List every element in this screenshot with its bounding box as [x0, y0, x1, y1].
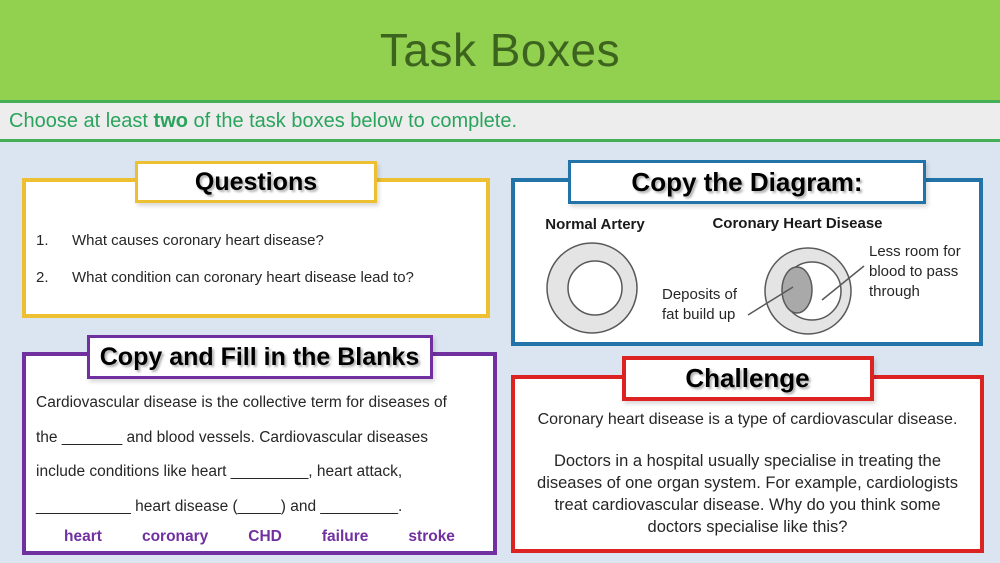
challenge-paragraph: Doctors in a hospital usually specialise…: [537, 452, 958, 536]
word-bank-item: failure: [321, 528, 369, 545]
fill-blanks-text: Cardiovascular disease is the collective…: [26, 356, 493, 524]
deposits-annotation: Deposits of fat build up: [662, 286, 738, 323]
less-room-annotation: Less room for blood to pass through: [869, 243, 961, 300]
questions-list: 1. What causes coronary heart disease? 2…: [26, 182, 486, 286]
fill-blanks-line: the _______ and blood vessels. Cardiovas…: [36, 428, 429, 446]
challenge-title: Challenge: [685, 363, 810, 393]
instruction-emphasis: two: [153, 109, 188, 132]
challenge-text: Coronary heart disease is a type of card…: [515, 379, 980, 538]
questions-title: Questions: [194, 167, 318, 196]
slide-header: Task Boxes: [0, 0, 1000, 100]
questions-box: Questions 1. What causes coronary heart …: [22, 161, 490, 318]
fat-deposit-ellipse: [781, 266, 813, 314]
challenge-title-box: Challenge: [621, 356, 874, 401]
fill-blanks-line: ___________ heart disease (_____) and __…: [36, 497, 403, 515]
less-room-pointer-line: [821, 265, 865, 301]
word-bank-item: CHD: [248, 528, 282, 545]
copy-diagram-title: Copy the Diagram:: [631, 166, 863, 197]
fill-blanks-title-box: Copy and Fill in the Blanks: [86, 335, 433, 379]
normal-artery-label: Normal Artery: [545, 216, 645, 233]
word-bank-item: heart: [64, 528, 102, 545]
word-bank-item: coronary: [141, 528, 209, 545]
copy-diagram-title-box: Copy the Diagram:: [568, 160, 926, 204]
question-item: 2. What condition can coronary heart dis…: [26, 269, 486, 286]
fill-blanks-line: Cardiovascular disease is the collective…: [36, 394, 447, 411]
artery-diagram: Normal Artery Coronary Heart Disease Dep…: [515, 182, 979, 342]
page-title: Task Boxes: [379, 24, 621, 76]
question-item: 1. What causes coronary heart disease?: [26, 232, 486, 249]
questions-title-box: Questions: [135, 161, 377, 203]
question-text: What causes coronary heart disease?: [72, 232, 324, 249]
fill-blanks-line: include conditions like heart _________,…: [36, 463, 403, 480]
copy-diagram-box: Copy the Diagram: Normal Artery Coronary…: [511, 160, 983, 346]
deposits-pointer-line: [747, 286, 794, 316]
word-bank: heart coronary CHD failure stroke: [26, 528, 493, 546]
normal-artery-lumen: [567, 260, 623, 316]
question-number: 2.: [36, 269, 49, 286]
challenge-box: Challenge Coronary heart disease is a ty…: [511, 356, 984, 553]
chd-label: Coronary Heart Disease: [712, 215, 883, 232]
instruction-suffix: of the task boxes below to complete.: [187, 109, 518, 132]
question-text: What condition can coronary heart diseas…: [72, 269, 414, 286]
question-number: 1.: [36, 232, 49, 249]
instruction-prefix: Choose at least: [9, 109, 154, 132]
fill-blanks-title: Copy and Fill in the Blanks: [99, 342, 420, 371]
fill-blanks-box: Copy and Fill in the Blanks Cardiovascul…: [22, 335, 497, 555]
word-bank-item: stroke: [408, 528, 455, 545]
challenge-paragraph: Coronary heart disease is a type of card…: [537, 411, 958, 428]
instruction-text: Choose at least two of the task boxes be…: [9, 110, 517, 133]
instruction-bar: Choose at least two of the task boxes be…: [0, 100, 1000, 142]
artery-diagram-shapes: [546, 242, 865, 335]
